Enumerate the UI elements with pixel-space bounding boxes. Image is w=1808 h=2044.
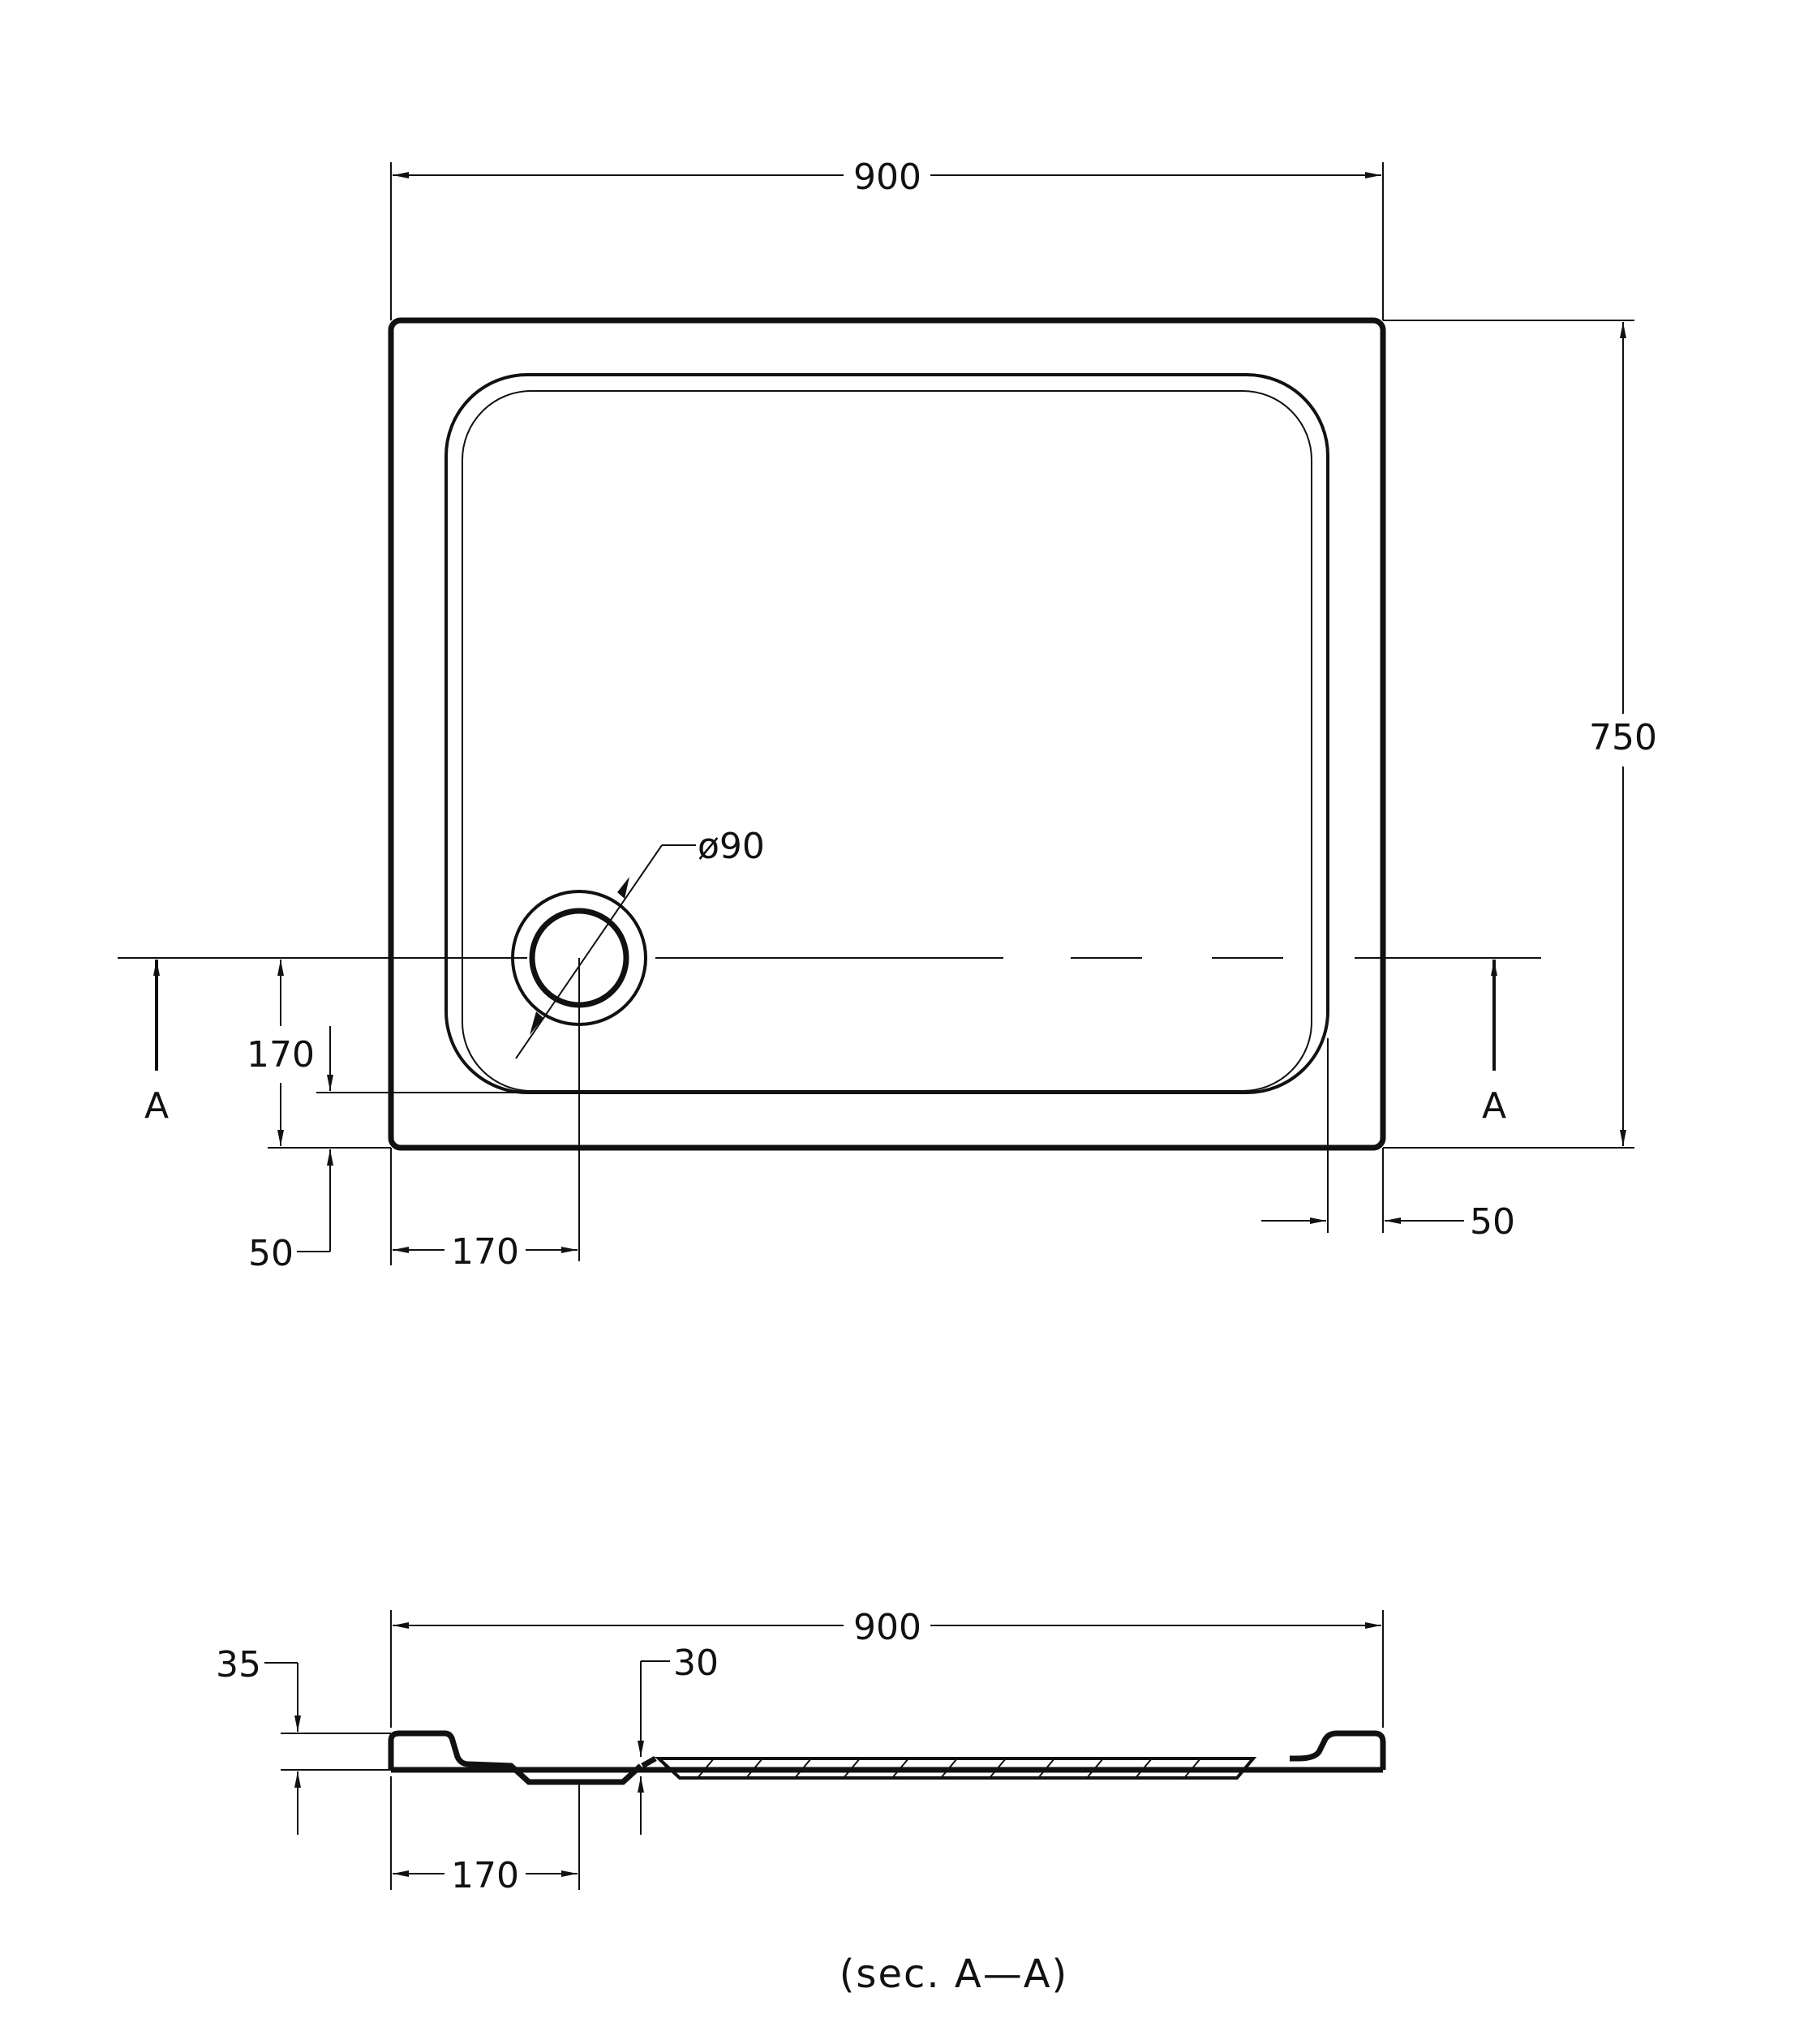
basin-rim-inner	[462, 390, 1312, 1092]
rim-right-label: 50	[1470, 1201, 1515, 1243]
width-label: 900	[853, 157, 921, 198]
depth-dimension	[1383, 320, 1634, 1149]
section-depth-label: 30	[673, 1642, 719, 1684]
drain-diameter-leader	[515, 844, 696, 1059]
section-drain-dimension	[390, 1776, 580, 1890]
plan-view: ø90 900 750 A A	[118, 157, 1657, 1274]
section-height-label: 35	[216, 1644, 261, 1685]
section-width-dimension	[390, 1610, 1384, 1728]
tray-hatching	[697, 1758, 1201, 1779]
drain-y-dimension	[268, 957, 391, 1149]
tray-outline	[388, 317, 1386, 1151]
rim-bottom-label: 50	[248, 1233, 294, 1274]
drain-diameter-label: ø90	[698, 826, 765, 867]
section-drain-label: 170	[451, 1855, 519, 1896]
tray-profile	[388, 1730, 1386, 1785]
section-width-label: 900	[853, 1607, 921, 1648]
section-height-dimension	[264, 1662, 391, 1835]
drain-y-label: 170	[247, 1034, 315, 1076]
section-marker-left-label: A	[144, 1085, 169, 1127]
rim-right-dimension	[1261, 1038, 1464, 1233]
drain-x-label: 170	[451, 1231, 519, 1273]
width-dimension	[390, 162, 1384, 320]
section-caption: (sec. A—A)	[840, 1952, 1069, 1997]
basin-rim-outer	[444, 373, 1329, 1094]
section-marker-right-label: A	[1482, 1085, 1506, 1127]
section-view: 900	[216, 1607, 1386, 1997]
section-depth-dimension	[638, 1660, 670, 1835]
depth-label: 750	[1589, 717, 1657, 758]
drain-x-dimension	[390, 1148, 578, 1265]
rim-bottom-dimension	[297, 1026, 519, 1252]
